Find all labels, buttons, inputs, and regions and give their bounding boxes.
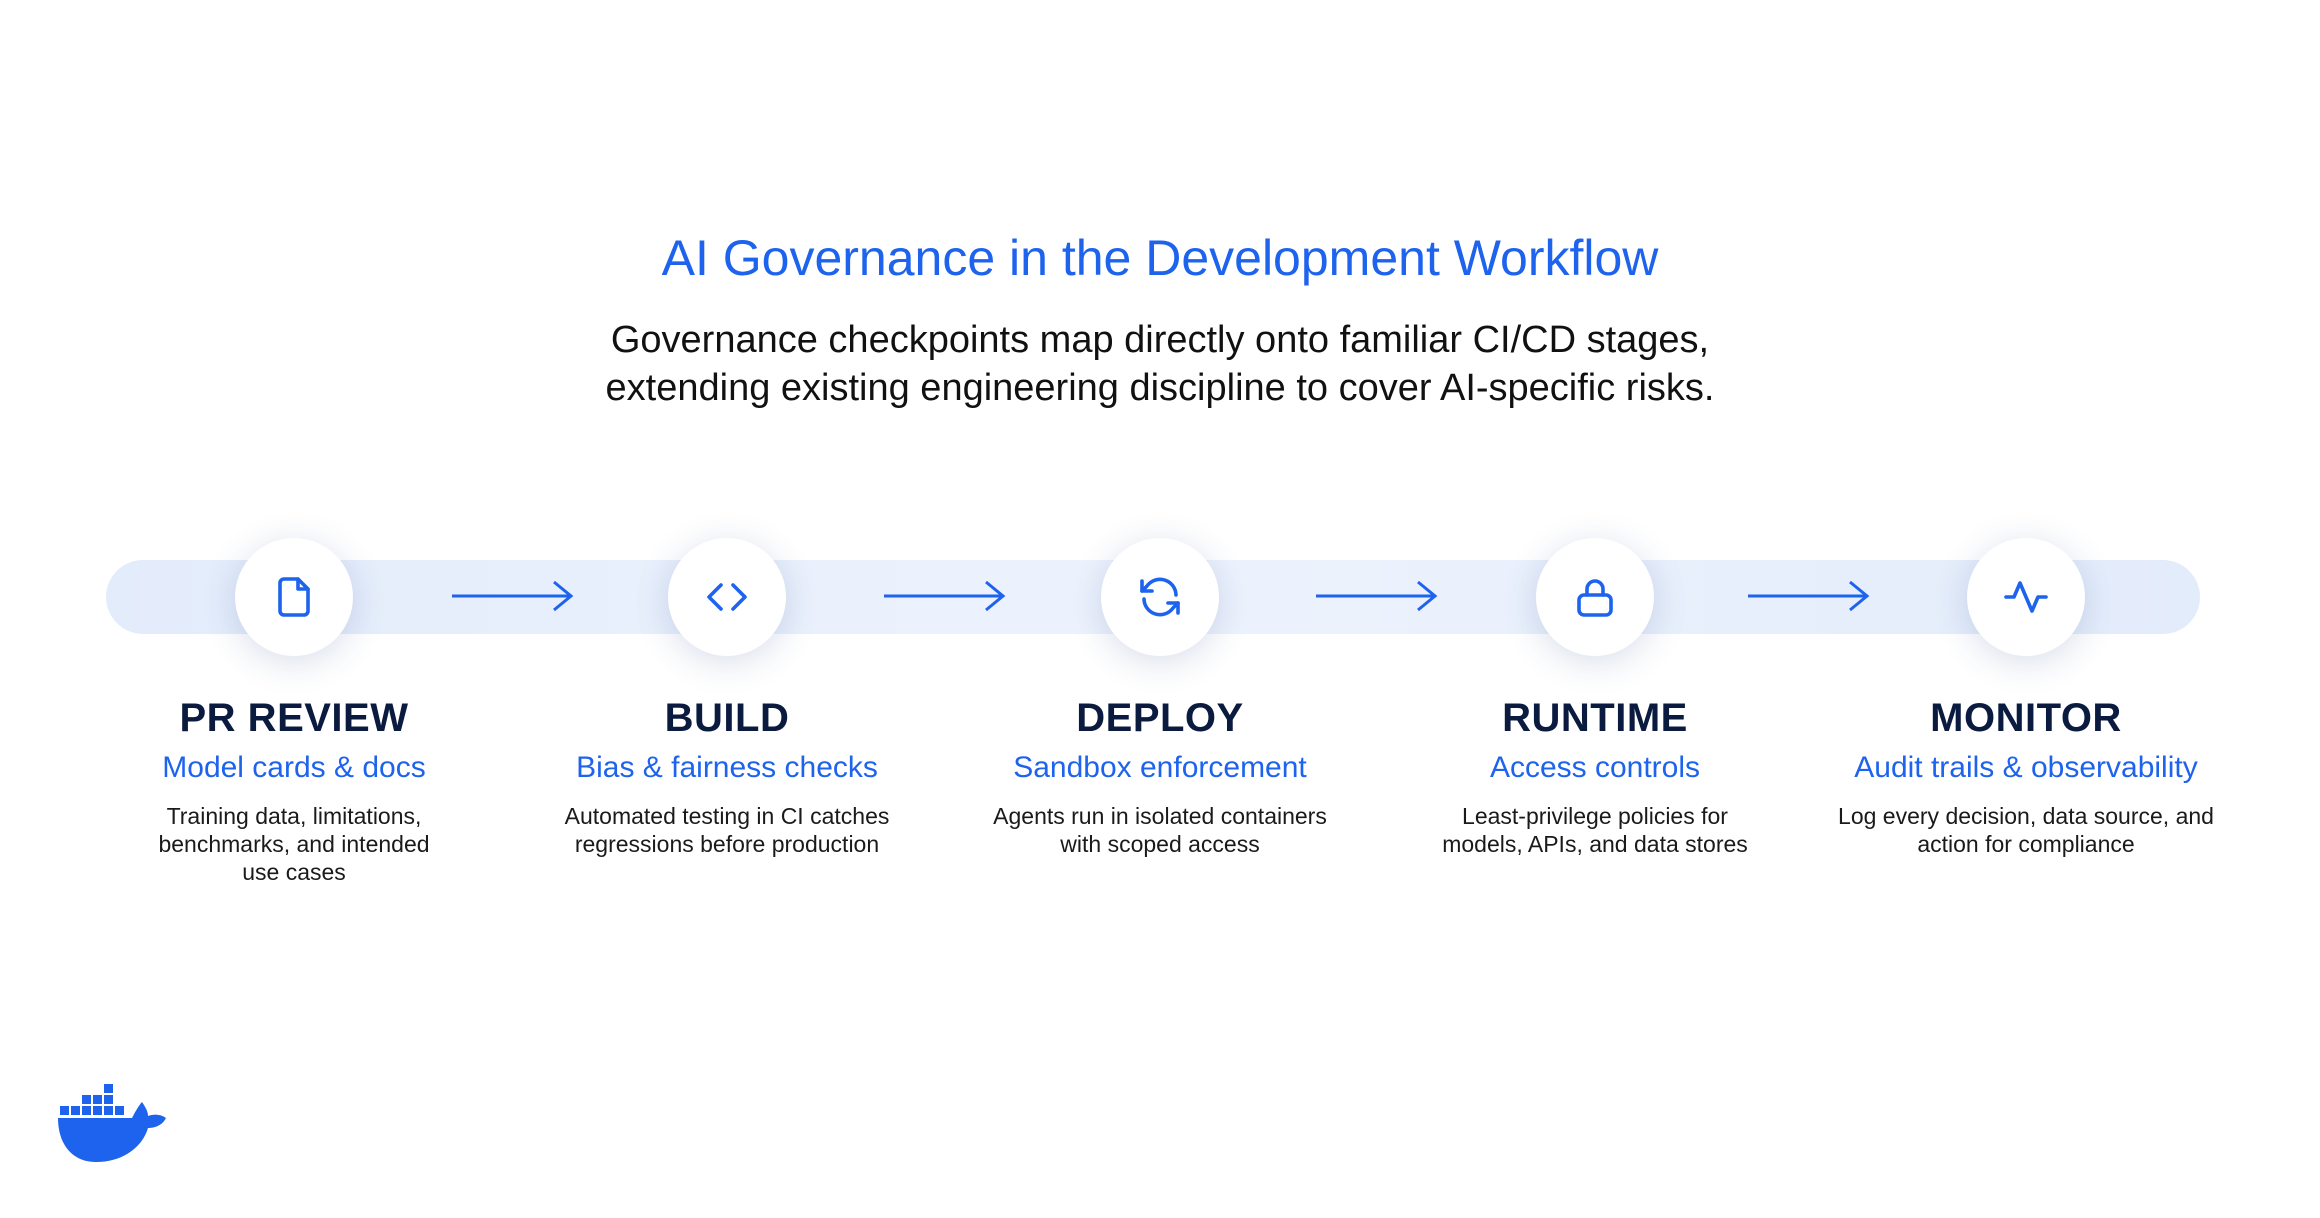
subtitle-line-1: Governance checkpoints map directly onto…: [610, 319, 1710, 361]
docker-whale-logo: [58, 1084, 166, 1162]
refresh-icon: [1140, 577, 1180, 617]
stage-node-deploy: [1101, 538, 1219, 656]
stage-description: Training data, limitations, benchmarks, …: [158, 803, 430, 885]
page-subtitle: Governance checkpoints map directly onto…: [0, 316, 2320, 412]
arrow-right-icon: [884, 580, 1006, 612]
stage-monitor: MONITOR Audit trails & observability Log…: [1816, 692, 2236, 858]
stage-build: BUILD Bias & fairness checks Automated t…: [517, 692, 937, 858]
stage-node-build: [668, 538, 786, 656]
subtitle-line-2: extending existing engineering disciplin…: [605, 367, 1715, 409]
stage-description: Automated testing in CI catches regressi…: [564, 803, 890, 857]
arrow-right-icon: [452, 580, 574, 612]
stage-name: DEPLOY: [1076, 696, 1244, 740]
stage-node-monitor: [1967, 538, 2085, 656]
page-title: AI Governance in the Development Workflo…: [661, 230, 1659, 286]
stage-name: RUNTIME: [1502, 696, 1688, 740]
stage-tagline: Bias & fairness checks: [576, 751, 878, 784]
stage-tagline: Model cards & docs: [162, 751, 426, 784]
stage-tagline: Access controls: [1489, 751, 1701, 784]
stage-tagline: Audit trails & observability: [1854, 751, 2198, 784]
arrow-right-icon: [1748, 580, 1870, 612]
arrow-right-icon: [1316, 580, 1438, 612]
stage-tagline: Sandbox enforcement: [1013, 751, 1307, 784]
stage-node-runtime: [1536, 538, 1654, 656]
stage-description: Agents run in isolated containers with s…: [993, 803, 1327, 857]
lock-icon: [1577, 579, 1613, 617]
stage-runtime: RUNTIME Access controls Least-privilege …: [1385, 692, 1805, 858]
stage-deploy: DEPLOY Sandbox enforcement Agents run in…: [950, 692, 1370, 858]
stage-name: BUILD: [664, 696, 790, 740]
stage-node-pr-review: [235, 538, 353, 656]
document-icon: [278, 577, 310, 617]
stage-description: Least-privilege policies for models, API…: [1442, 803, 1748, 857]
stage-description: Log every decision, data source, and act…: [1838, 803, 2214, 857]
stage-name: PR REVIEW: [179, 696, 409, 740]
stage-pr-review: PR REVIEW Model cards & docs Training da…: [84, 692, 504, 886]
stage-name: MONITOR: [1930, 696, 2122, 740]
activity-icon: [2004, 581, 2048, 613]
code-icon: [707, 583, 747, 611]
